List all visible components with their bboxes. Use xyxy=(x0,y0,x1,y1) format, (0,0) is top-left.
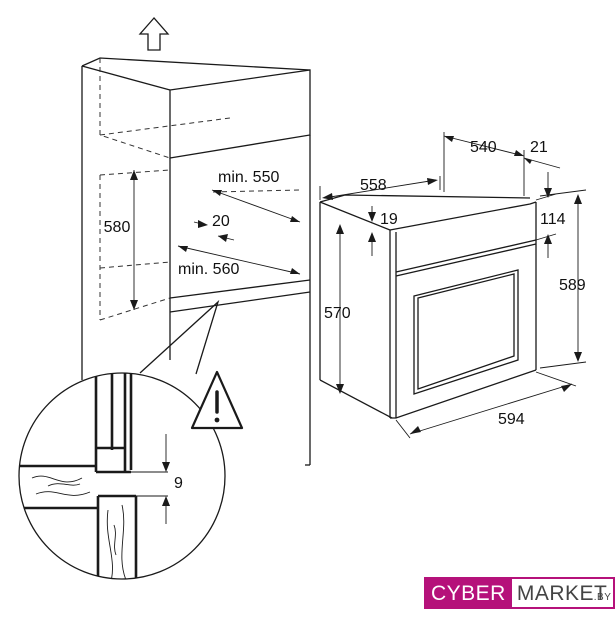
dimension-oven-height xyxy=(539,189,587,369)
label-oven-width: 594 xyxy=(498,411,525,428)
dimension-oven-depth-body xyxy=(443,132,525,192)
dimension-niche-height xyxy=(130,170,138,310)
label-oven-panel-height: 114 xyxy=(540,211,566,228)
dimension-niche-depth xyxy=(211,189,301,223)
brand-logo: CYBER MARKET.BY xyxy=(424,577,615,609)
label-niche-gap: 20 xyxy=(212,213,230,230)
up-arrow-icon xyxy=(138,17,170,51)
dimension-oven-width xyxy=(395,371,577,439)
label-oven-depth-total: 558 xyxy=(360,177,387,194)
label-detail-gap: 9 xyxy=(174,475,183,492)
logo-suffix: .BY xyxy=(593,592,612,603)
dimension-oven-top-offset xyxy=(368,206,376,256)
label-oven-top-offset: 19 xyxy=(380,211,398,228)
dimension-oven-depth-total xyxy=(319,176,441,200)
dimension-niche-width xyxy=(177,245,301,275)
label-oven-body-height: 570 xyxy=(324,305,351,322)
label-niche-depth: min. 550 xyxy=(218,169,279,186)
label-oven-height: 589 xyxy=(559,277,586,294)
oven xyxy=(319,194,537,419)
dimension-oven-front-offset xyxy=(523,150,561,196)
detail-callout xyxy=(18,299,226,580)
logo-part2: MARKET.BY xyxy=(511,577,615,609)
logo-part1: CYBER xyxy=(424,577,512,609)
label-oven-front-offset: 21 xyxy=(530,139,548,156)
warning-triangle-icon xyxy=(190,370,244,430)
dimension-oven-body-height xyxy=(336,224,344,394)
label-niche-height: 580 xyxy=(104,219,131,236)
label-oven-depth-body: 540 xyxy=(470,139,497,156)
dimension-oven-panel-height xyxy=(535,172,557,258)
dimension-niche-gap xyxy=(193,220,235,242)
cabinet xyxy=(81,57,311,466)
label-niche-width: min. 560 xyxy=(178,261,239,278)
